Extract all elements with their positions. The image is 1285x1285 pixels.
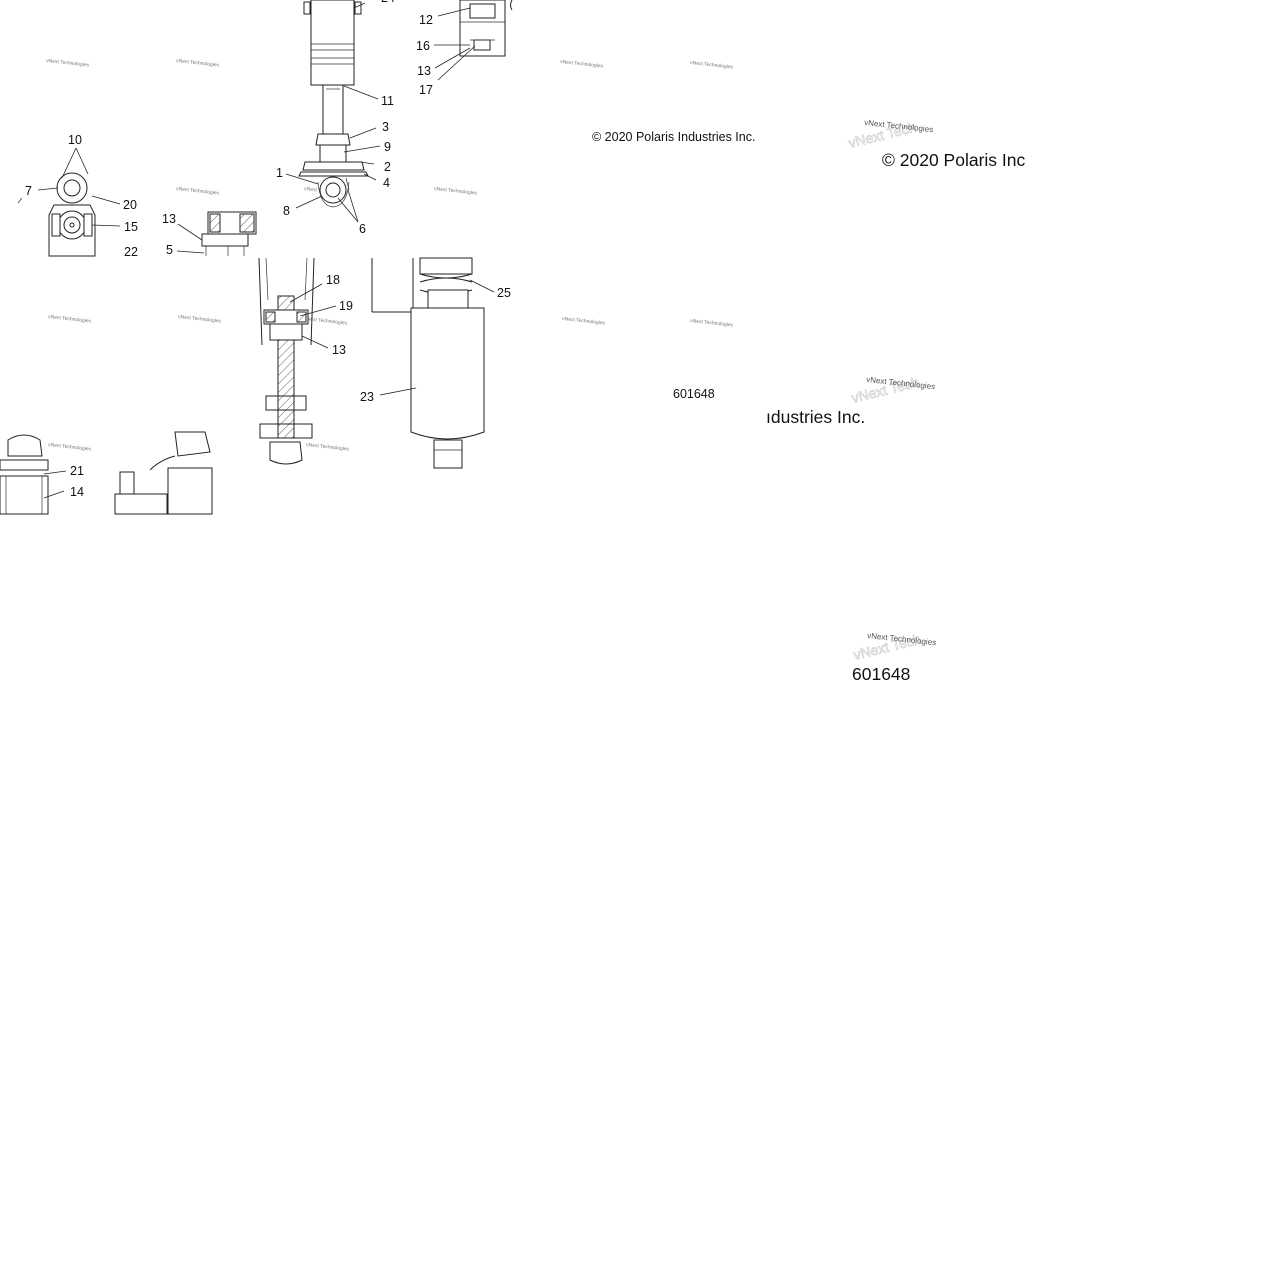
leader-lines — [37, 2, 495, 499]
callout-13: 13 — [162, 212, 176, 226]
piston-cross-section — [201, 211, 257, 256]
watermark-text: vNext Technologies — [176, 186, 220, 197]
callout-15: 14 — [70, 485, 84, 499]
callout-labels: 24 12 16 13 17 11 3 9 2 4 1 8 6 10 7 20 … — [25, 0, 511, 499]
watermark-text: vNext Technologies — [434, 186, 478, 197]
watermark-layer: vNext Technologies vNext Technologies vN… — [46, 58, 937, 663]
callout-18: 17 — [419, 83, 433, 97]
shock-eye-detail — [17, 172, 96, 257]
callout-21: 20 — [123, 198, 137, 212]
callout-10: 10 — [68, 133, 82, 147]
callout-13: 13 — [332, 343, 346, 357]
reservoir-cap-detail — [459, 0, 513, 57]
copyright-fragment: ıdustries Inc. — [766, 407, 865, 427]
title-block: © 2020 Polaris Industries Inc. © 2020 Po… — [592, 130, 1025, 684]
watermark-text: vNext Technologies — [560, 59, 604, 70]
watermark-text: vNext Technologies — [562, 316, 606, 327]
callout-23: 22 — [124, 245, 138, 259]
watermark-text: vNext Technologies — [48, 442, 92, 453]
watermark-text: vNext Technologies — [46, 58, 90, 69]
rod-section-view — [258, 257, 315, 465]
callout-4: 4 — [383, 176, 390, 190]
watermark-text: vNext Technologies — [178, 314, 222, 325]
watermark-text: vNext Technologies — [690, 60, 734, 71]
callout-24: 23 — [360, 390, 374, 404]
callout-7: 7 — [25, 184, 32, 198]
watermark-text: vNext Technologies — [176, 58, 220, 69]
callout-25: 24 — [381, 0, 395, 5]
watermark-text: vNext Technologies — [304, 316, 348, 327]
callout-22: 21 — [70, 464, 84, 478]
callout-8: 8 — [283, 204, 290, 218]
callout-16: 15 — [124, 220, 138, 234]
callout-19: 18 — [326, 273, 340, 287]
lower-shock-detail — [0, 431, 213, 515]
watermark-text: vNext Technologies — [48, 314, 92, 325]
watermark-text: vNext Technologies — [690, 318, 734, 329]
copyright-large: © 2020 Polaris Inc — [882, 150, 1025, 170]
callout-5: 5 — [166, 243, 173, 257]
callout-25: 25 — [497, 286, 511, 300]
callout-12: 12 — [419, 13, 433, 27]
callout-9: 9 — [384, 140, 391, 154]
reservoir-assembly — [371, 257, 485, 469]
callout-14: 13 — [417, 64, 431, 78]
callout-1: 1 — [276, 166, 283, 180]
copyright-small: © 2020 Polaris Industries Inc. — [592, 130, 755, 144]
callout-11: 11 — [381, 94, 394, 108]
callout-3: 3 — [382, 120, 389, 134]
callout-2: 2 — [384, 160, 391, 174]
callout-20: 19 — [339, 299, 353, 313]
watermark-text: vNext Technologies — [306, 442, 350, 453]
drawing-number-small: 601648 — [673, 387, 715, 401]
callout-17: 16 — [416, 39, 430, 53]
main-shock-assembly — [298, 0, 369, 208]
callout-6: 6 — [359, 222, 366, 236]
drawing-number-large: 601648 — [852, 664, 910, 684]
